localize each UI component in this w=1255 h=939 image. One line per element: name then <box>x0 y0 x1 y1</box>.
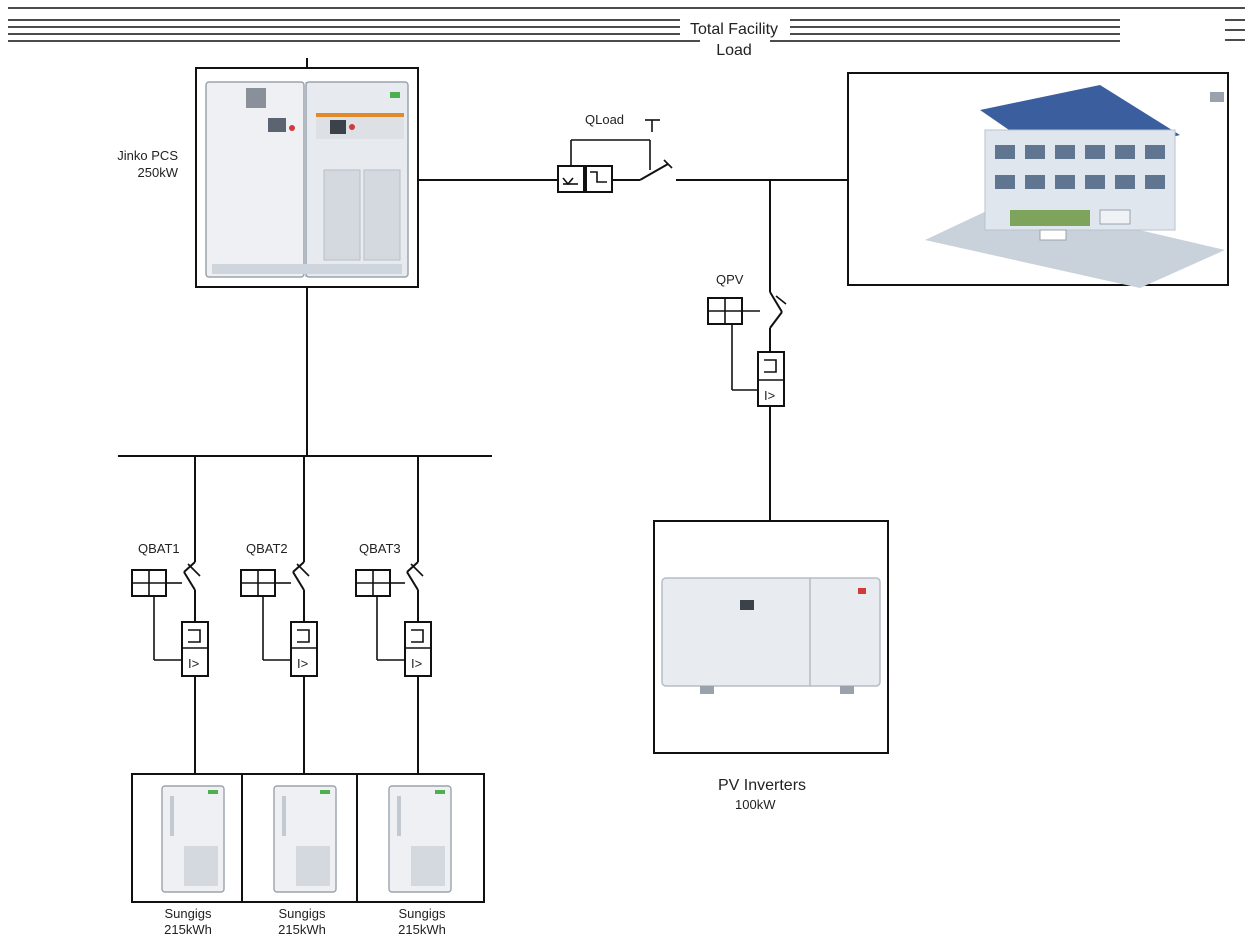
battery-branch-1: I> <box>131 456 209 774</box>
svg-text:I>: I> <box>188 656 199 671</box>
battery-cabinet-illustration-3 <box>388 785 452 893</box>
header-rules <box>8 7 1245 42</box>
pv-inverter-rating: 100kW <box>735 797 776 812</box>
svg-text:I>: I> <box>411 656 422 671</box>
battery-cabinet-illustration-1 <box>161 785 225 893</box>
battery-2-name: Sungigs <box>279 906 326 921</box>
battery-1-name: Sungigs <box>165 906 212 921</box>
battery-3-name: Sungigs <box>399 906 446 921</box>
title-line1: Total Facility <box>690 21 778 38</box>
pv-inverter-name: PV Inverters <box>718 777 806 794</box>
battery-2-capacity: 215kWh <box>278 922 326 937</box>
qload-breaker-symbol <box>557 119 673 193</box>
svg-text:I>: I> <box>297 656 308 671</box>
pv-inverter-illustration <box>661 577 881 694</box>
qpv-breaker-symbol: I> <box>707 270 787 407</box>
battery-branch-2: I> <box>240 456 318 774</box>
breaker-qbat1-label: QBAT1 <box>138 541 180 556</box>
breaker-qbat3-label: QBAT3 <box>359 541 401 556</box>
svg-text:I>: I> <box>764 388 775 403</box>
title-line2: Load <box>716 42 752 59</box>
battery-1-capacity: 215kWh <box>164 922 212 937</box>
battery-branch-3: I> <box>355 456 432 774</box>
battery-3-capacity: 215kWh <box>398 922 446 937</box>
breaker-qbat2-label: QBAT2 <box>246 541 288 556</box>
pcs-cabinet-illustration <box>205 81 409 278</box>
breaker-qpv-label: QPV <box>716 272 744 287</box>
building-illustration <box>925 85 1225 288</box>
breaker-qload-label: QLoad <box>585 112 624 127</box>
battery-cabinet-illustration-2 <box>273 785 337 893</box>
pcs-rating: 250kW <box>138 165 179 180</box>
pcs-name: Jinko PCS <box>117 148 178 163</box>
